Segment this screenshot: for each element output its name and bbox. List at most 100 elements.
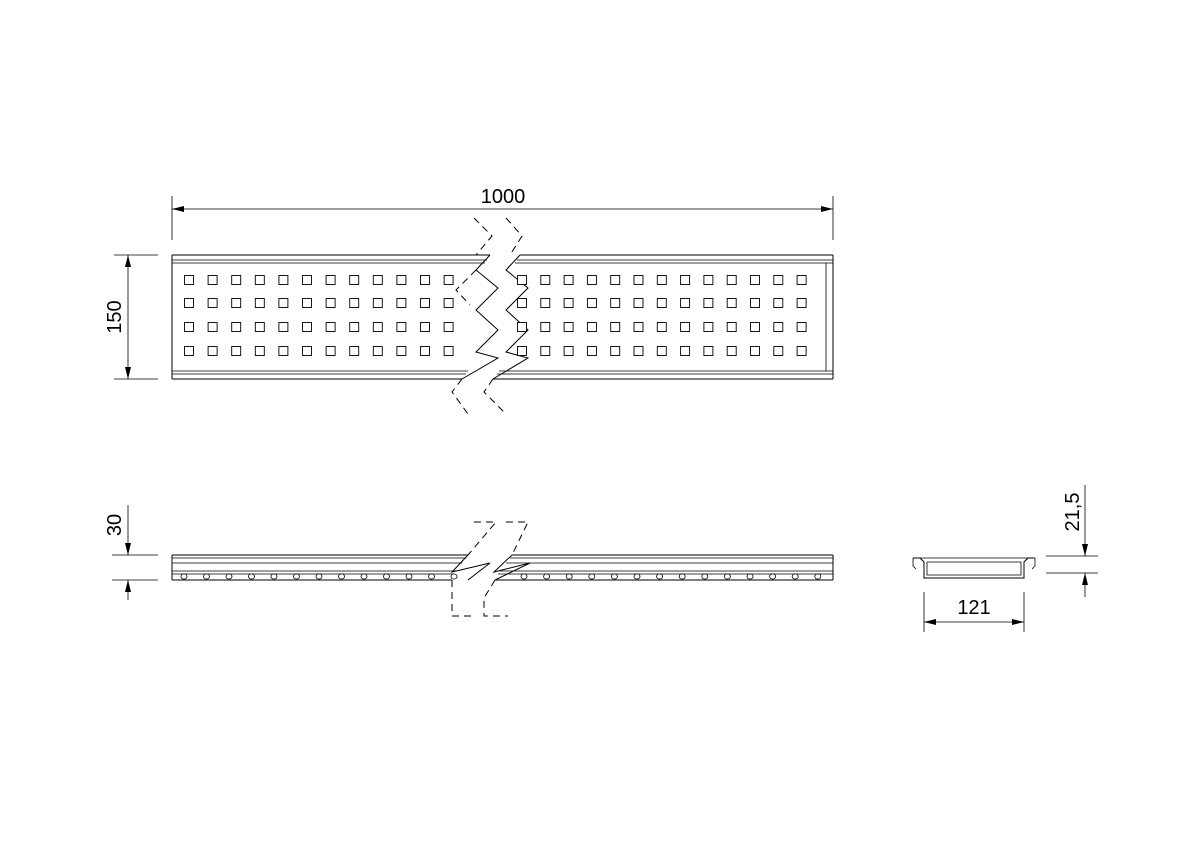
perforation-hole: [610, 298, 621, 308]
perforation-hole: [254, 346, 265, 356]
side-drainage-slots: [180, 573, 822, 580]
drainage-slot: [203, 573, 210, 580]
perforation-hole: [349, 298, 360, 308]
drainage-slot: [225, 573, 233, 580]
perforation-hole: [773, 346, 784, 356]
perforation-hole: [656, 298, 667, 308]
drainage-slot: [701, 573, 709, 580]
perforation-hole: [325, 346, 336, 356]
perforation-hole: [680, 298, 691, 308]
perforation-hole: [656, 322, 667, 332]
drainage-slot: [746, 573, 754, 580]
perforation-hole: [184, 275, 194, 285]
perforation-hole: [231, 346, 242, 356]
perforation-hole: [656, 346, 667, 356]
perforation-hole: [517, 275, 527, 285]
perforation-hole: [349, 275, 360, 285]
perforation-hole: [207, 298, 218, 308]
dimension-height-label: 30: [104, 514, 126, 536]
drainage-slot: [293, 573, 300, 580]
perforation-hole: [517, 322, 527, 332]
perforation-hole: [349, 346, 360, 356]
perforation-hole: [254, 322, 265, 332]
perforation-hole: [563, 275, 574, 285]
perforation-hole: [302, 322, 312, 332]
dimension-profile-height: 21,5: [1046, 485, 1098, 597]
perforation-hole: [750, 322, 760, 332]
perforation-hole: [540, 298, 551, 308]
perforation-hole: [610, 346, 621, 356]
perforation-hole: [278, 275, 289, 285]
perforation-hole: [231, 275, 242, 285]
dimension-width: 150: [104, 254, 158, 380]
perforation-hole: [302, 346, 312, 356]
perforation-hole: [396, 346, 407, 356]
dimension-profile-height-label: 21,5: [1062, 493, 1084, 532]
perforation-hole: [796, 322, 807, 332]
perforation-hole: [750, 346, 760, 356]
perforation-hole: [796, 275, 807, 285]
dimension-profile-width: 121: [923, 592, 1025, 632]
drainage-slot: [383, 573, 390, 580]
perforation-hole: [325, 275, 336, 285]
drainage-slot: [565, 573, 573, 580]
perforation-hole: [517, 298, 527, 308]
profile-shape: [912, 557, 1036, 579]
dimension-profile-width-label: 121: [957, 597, 990, 619]
drainage-slot: [769, 573, 776, 580]
perforation-hole: [184, 322, 194, 332]
perforation-hole: [703, 322, 714, 332]
drainage-slot: [611, 573, 618, 580]
perforation-hole: [703, 346, 714, 356]
drainage-slot: [543, 573, 550, 580]
perforation-hole: [207, 346, 218, 356]
dimension-length-label: 1000: [481, 186, 526, 208]
perforation-hole: [396, 322, 407, 332]
dimension-length: 1000: [171, 186, 834, 240]
perforation-hole: [443, 322, 454, 332]
drainage-slot: [338, 573, 345, 580]
perforation-hole: [349, 322, 360, 332]
perforation-hole: [372, 322, 383, 332]
dimension-height: 30: [104, 505, 158, 600]
perforation-hole: [184, 346, 194, 356]
perforation-hole: [443, 298, 454, 308]
perforation-hole: [420, 275, 430, 285]
perforation-hole: [680, 346, 691, 356]
drainage-slot: [450, 573, 458, 580]
perforation-hole: [633, 322, 644, 332]
perforation-hole: [633, 275, 644, 285]
perforation-hole: [254, 275, 265, 285]
perforation-hole: [586, 275, 597, 285]
drainage-slot: [724, 573, 731, 580]
drainage-slot: [248, 573, 255, 580]
plan-view: 1000 150: [104, 186, 834, 415]
drainage-slot: [678, 573, 686, 580]
perforation-hole: [586, 322, 597, 332]
perforation-hole: [443, 346, 454, 356]
perforation-hole: [726, 275, 737, 285]
perforation-hole: [420, 298, 430, 308]
perforation-hole: [420, 346, 430, 356]
perforation-hole: [278, 346, 289, 356]
drainage-slot: [791, 573, 799, 580]
side-grate-body: [171, 521, 834, 617]
perforation-hole: [540, 346, 551, 356]
drainage-slot: [814, 573, 822, 580]
dimension-width-label: 150: [104, 300, 126, 333]
drainage-slot: [405, 573, 413, 580]
plan-perforation-holes: [184, 275, 807, 356]
drainage-slot: [315, 573, 323, 580]
perforation-hole: [396, 275, 407, 285]
perforation-hole: [372, 346, 383, 356]
drainage-slot: [520, 573, 528, 580]
perforation-hole: [540, 275, 551, 285]
perforation-hole: [325, 322, 336, 332]
perforation-hole: [443, 275, 454, 285]
perforation-hole: [372, 275, 383, 285]
perforation-hole: [796, 298, 807, 308]
perforation-hole: [773, 298, 784, 308]
perforation-hole: [278, 298, 289, 308]
drainage-slot: [656, 573, 663, 580]
